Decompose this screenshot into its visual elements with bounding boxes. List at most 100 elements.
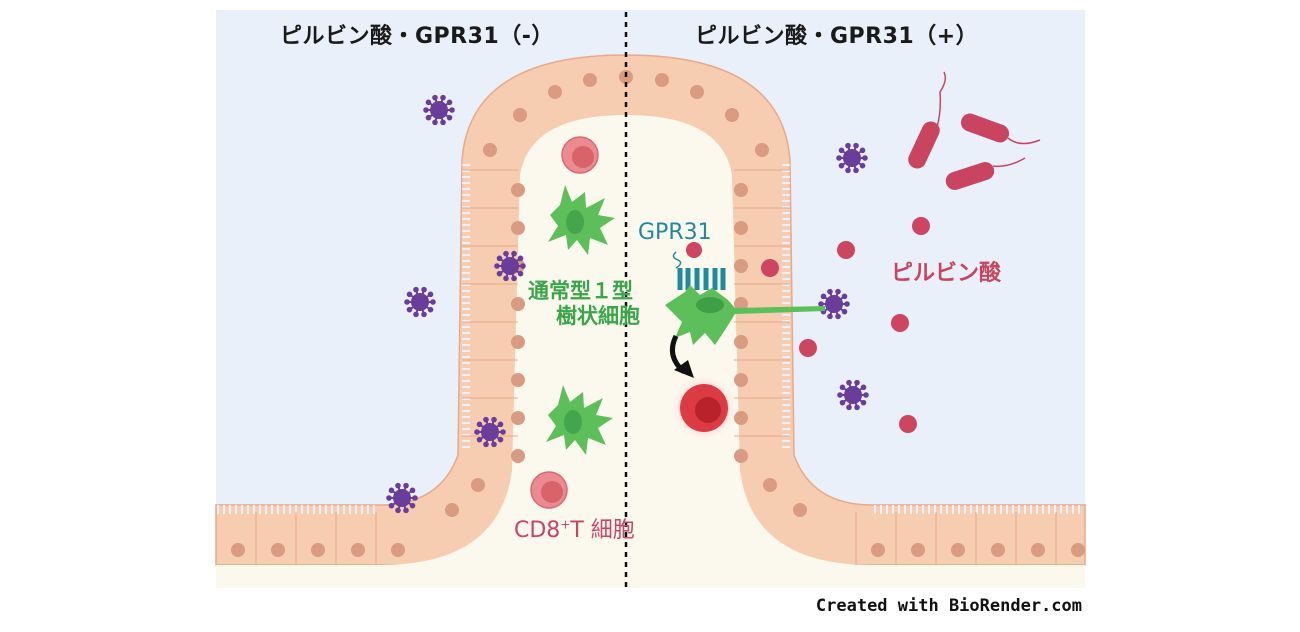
nucleus xyxy=(351,543,365,557)
gpr31-receptor xyxy=(672,242,726,290)
epithelial-cell xyxy=(335,512,365,565)
dendritic-cell xyxy=(546,385,613,455)
nucleus xyxy=(734,183,748,197)
cd8-suffix: T 細胞 xyxy=(570,518,635,543)
pyruvate-label: ピルビン酸 xyxy=(891,261,1002,286)
nucleus xyxy=(1071,543,1085,557)
panel-title-right: ピルビン酸・GPR31（+） xyxy=(695,24,979,49)
nucleus xyxy=(483,143,497,157)
epithelial-cell xyxy=(295,512,325,565)
epithelial-cell xyxy=(935,512,965,565)
pyruvate-molecule xyxy=(837,241,855,259)
virus xyxy=(494,250,526,282)
nucleus xyxy=(511,411,525,425)
nucleus xyxy=(231,543,245,557)
epithelial-cell xyxy=(734,435,790,463)
nucleus xyxy=(511,373,525,387)
bacterium xyxy=(945,157,1026,190)
epithelial-cell xyxy=(734,283,790,311)
cd8-superscript: + xyxy=(560,517,571,532)
pyruvate-bound xyxy=(686,242,702,258)
epithelial-cell xyxy=(975,512,1005,565)
epithelial-cell xyxy=(215,512,245,565)
bacterium xyxy=(908,71,947,169)
nucleus xyxy=(311,543,325,557)
villus-core xyxy=(216,115,1085,588)
gpr31-label: GPR31 xyxy=(638,220,712,245)
dendritic-cell-label-line1: 通常型１型 xyxy=(528,279,633,303)
virus xyxy=(474,416,506,448)
cd8-t-cell-label: CD8+T 細胞 xyxy=(514,512,635,544)
activated-cd8-t-cell xyxy=(670,374,738,442)
dendritic-cell-activated xyxy=(665,285,825,345)
nucleus xyxy=(583,73,597,87)
pyruvate-molecule xyxy=(912,217,930,235)
nucleus xyxy=(690,85,704,99)
nucleus xyxy=(755,143,769,157)
pyruvate-dots xyxy=(761,217,930,433)
nucleus xyxy=(271,543,285,557)
epithelial-cell xyxy=(734,321,790,349)
epithelial-cell xyxy=(855,512,885,565)
epithelial-cell xyxy=(255,512,285,565)
epithelial-cell xyxy=(734,397,790,425)
arrow-head xyxy=(674,360,694,378)
nucleus xyxy=(511,449,525,463)
epithelial-cell xyxy=(462,321,525,349)
nucleus xyxy=(734,259,748,273)
nucleus xyxy=(511,297,525,311)
epithelial-cell xyxy=(462,397,525,425)
epithelial-cell xyxy=(375,512,405,565)
nucleus xyxy=(734,297,748,311)
epithelial-cell xyxy=(734,169,790,197)
nucleus xyxy=(391,543,405,557)
epithelial-cell xyxy=(462,283,525,311)
epithelial-cell xyxy=(734,207,790,235)
cd8-t-cell xyxy=(561,136,599,174)
virus xyxy=(404,286,436,318)
nucleus xyxy=(548,85,562,99)
epithelial-cell xyxy=(1055,512,1085,565)
panel-title-left: ピルビン酸・GPR31（-） xyxy=(280,24,554,49)
virus xyxy=(386,482,418,514)
epithelial-cell xyxy=(734,359,790,387)
cd8-prefix: CD8 xyxy=(514,518,561,543)
nucleus xyxy=(725,108,739,122)
virus-group xyxy=(386,94,869,514)
pyruvate-molecule xyxy=(899,415,917,433)
nucleus xyxy=(734,335,748,349)
nucleus xyxy=(734,221,748,235)
epithelial-cell xyxy=(462,359,525,387)
nucleus xyxy=(655,73,669,87)
epithelial-cells xyxy=(215,70,1085,565)
cd8-t-cell xyxy=(530,471,568,509)
nucleus xyxy=(734,373,748,387)
microvilli xyxy=(217,164,1080,514)
epithelial-cell xyxy=(734,245,790,273)
epithelial-cell xyxy=(895,512,925,565)
pyruvate-molecule xyxy=(761,259,779,277)
nucleus xyxy=(511,335,525,349)
nucleus xyxy=(951,543,965,557)
nucleus xyxy=(511,183,525,197)
nucleus xyxy=(763,478,777,492)
virus xyxy=(818,288,850,320)
bacteria-group xyxy=(908,71,1041,190)
credit-text: Created with BioRender.com xyxy=(815,596,1082,616)
nucleus xyxy=(734,411,748,425)
nucleus xyxy=(513,108,527,122)
dendritic-cell-label-line2: 樹状細胞 xyxy=(556,304,640,328)
virus xyxy=(423,94,455,126)
virus xyxy=(837,379,869,411)
nucleus xyxy=(871,543,885,557)
virus xyxy=(836,142,868,174)
dendritic-cell xyxy=(548,185,615,255)
nucleus xyxy=(471,478,485,492)
epithelial-cell xyxy=(1015,512,1045,565)
nucleus xyxy=(511,221,525,235)
nucleus xyxy=(991,543,1005,557)
bacterium xyxy=(960,113,1041,145)
epithelial-cell xyxy=(462,169,525,197)
